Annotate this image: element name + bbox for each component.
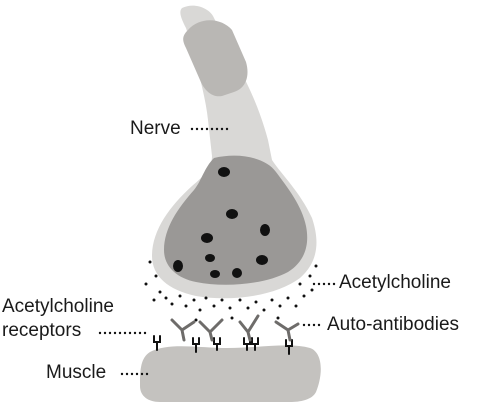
ach-dot	[310, 288, 314, 292]
vesicle	[256, 255, 268, 265]
leader-lines	[98, 127, 336, 376]
ach-dot	[152, 298, 156, 302]
ach-dot	[164, 296, 168, 300]
auto-antibodies-leader	[302, 323, 321, 327]
vesicle	[218, 167, 230, 177]
ach-dot	[154, 274, 158, 278]
ach-dot	[204, 296, 208, 300]
vesicle	[205, 254, 215, 262]
nerve-terminal	[164, 155, 308, 285]
auto-antibodies	[170, 314, 300, 342]
ach-dot	[278, 304, 282, 308]
receptor	[213, 337, 221, 351]
ach-dot	[314, 264, 318, 268]
receptor	[153, 335, 161, 351]
ach-dot	[184, 304, 188, 308]
ach-dot	[286, 296, 290, 300]
vesicle	[226, 209, 238, 219]
label-acetylcholine: Acetylcholine	[339, 272, 451, 293]
antibody	[198, 318, 224, 342]
receptors-leader	[98, 331, 147, 335]
acetylcholine-leader	[312, 282, 336, 286]
nerve-tip	[183, 20, 248, 97]
muscle-leader	[120, 372, 149, 376]
receptor	[192, 337, 200, 353]
vesicle	[201, 233, 213, 243]
ach-dot	[276, 316, 280, 320]
label-auto-antibodies: Auto-antibodies	[327, 314, 460, 335]
ach-dot	[294, 304, 298, 308]
ach-dot	[158, 290, 162, 294]
ach-dot	[230, 316, 234, 320]
ach-dot	[308, 274, 312, 278]
receptor	[251, 337, 259, 351]
label-muscle: Muscle	[46, 362, 107, 383]
ach-dot	[254, 300, 258, 304]
antibody	[274, 320, 300, 342]
antibody	[170, 318, 196, 342]
ach-dot	[262, 308, 266, 312]
receptor	[285, 339, 293, 355]
acetylcholine-dots	[144, 260, 318, 322]
ach-dot	[144, 282, 148, 286]
ach-dot	[178, 294, 182, 298]
antibody	[238, 314, 260, 342]
label-acetylcholine-receptors-line2: receptors	[2, 320, 82, 341]
ach-dot	[246, 306, 250, 310]
muscle	[140, 345, 321, 402]
vesicle	[232, 268, 242, 278]
ach-dot	[198, 308, 202, 312]
ach-dot	[220, 298, 224, 302]
ach-dot	[148, 260, 152, 264]
ach-dot	[228, 306, 232, 310]
ach-dot	[212, 304, 216, 308]
ach-dot	[192, 298, 196, 302]
vesicles	[173, 167, 270, 278]
nerve-leader	[190, 127, 229, 131]
label-nerve: Nerve	[130, 118, 181, 139]
vesicle	[173, 260, 183, 272]
ach-dot	[302, 294, 306, 298]
ach-dot	[194, 318, 198, 322]
label-acetylcholine-receptors-line1: Acetylcholine	[2, 296, 114, 317]
vesicle	[210, 270, 220, 278]
ach-dot	[170, 302, 174, 306]
ach-dot	[238, 298, 242, 302]
ach-dot	[298, 282, 302, 286]
vesicle	[260, 224, 270, 236]
ach-dot	[270, 298, 274, 302]
